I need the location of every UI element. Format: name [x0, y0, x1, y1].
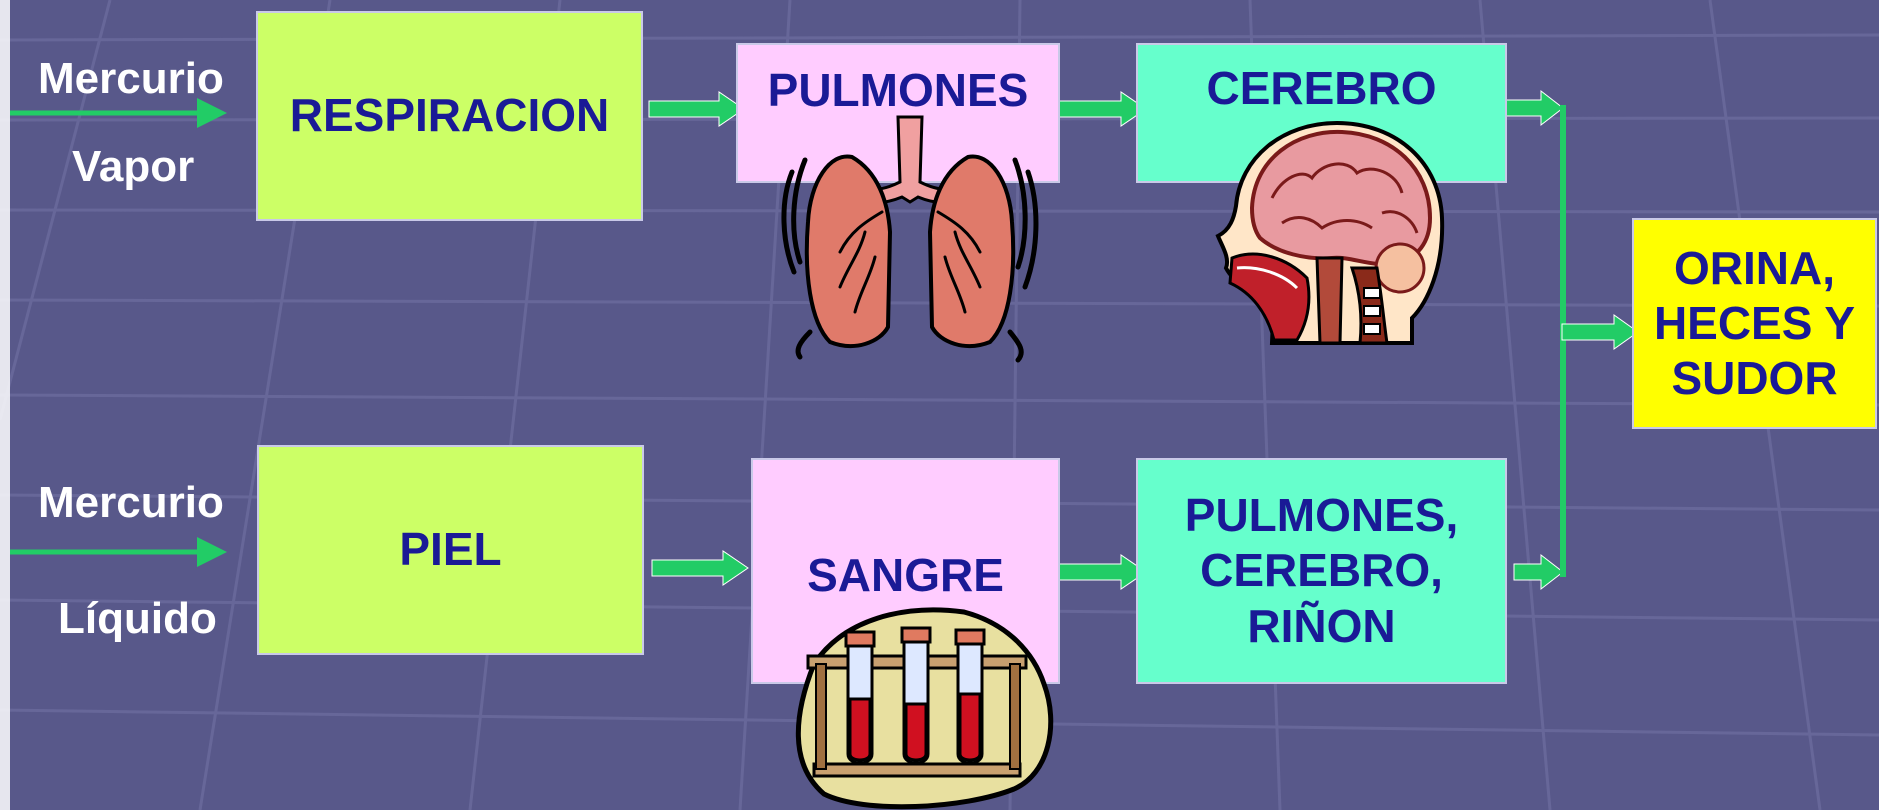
brain-head-icon: [1212, 118, 1452, 348]
node-salida: ORINA, HECES Y SUDOR: [1632, 218, 1877, 429]
node-respiracion-label: RESPIRACION: [290, 88, 609, 143]
input-top-label-2: Vapor: [72, 142, 194, 192]
node-salida-line-1: ORINA,: [1674, 241, 1835, 296]
node-pulmones-label: PULMONES: [768, 63, 1029, 118]
input-bottom-label-1: Mercurio: [38, 478, 224, 528]
input-top-label-1: Mercurio: [38, 54, 224, 104]
node-organos: PULMONES, CEREBRO, RIÑON: [1136, 458, 1507, 684]
input-bottom-label-2: Líquido: [58, 594, 217, 644]
node-respiracion: RESPIRACION: [256, 11, 643, 221]
node-piel-label: PIEL: [399, 522, 501, 577]
node-salida-line-2: HECES Y: [1654, 296, 1855, 351]
test-tubes-icon: [784, 604, 1060, 810]
lungs-icon: [770, 112, 1050, 374]
node-cerebro-label: CEREBRO: [1206, 61, 1436, 116]
node-organos-line-2: CEREBRO,: [1200, 543, 1443, 598]
node-salida-line-3: SUDOR: [1671, 351, 1837, 406]
node-organos-line-1: PULMONES,: [1185, 488, 1458, 543]
node-piel: PIEL: [257, 445, 644, 655]
node-organos-line-3: RIÑON: [1247, 599, 1395, 654]
node-sangre-label: SANGRE: [807, 548, 1004, 603]
